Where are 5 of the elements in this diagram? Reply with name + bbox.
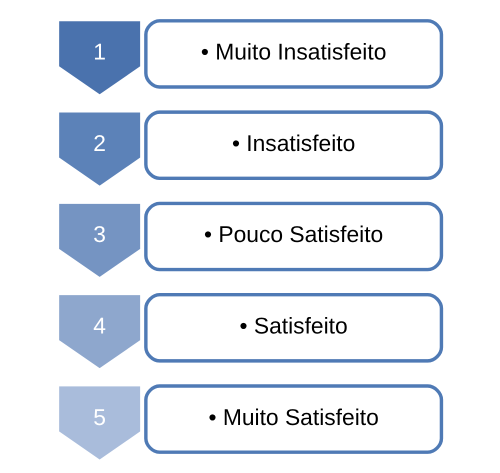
node-box: • Muito Satisfeito [144, 384, 444, 454]
node-box: • Insatisfeito [144, 110, 444, 180]
node-box: • Muito Insatisfeito [144, 19, 444, 89]
node-box: • Pouco Satisfeito [144, 202, 444, 272]
node-box: • Satisfeito [144, 292, 444, 363]
